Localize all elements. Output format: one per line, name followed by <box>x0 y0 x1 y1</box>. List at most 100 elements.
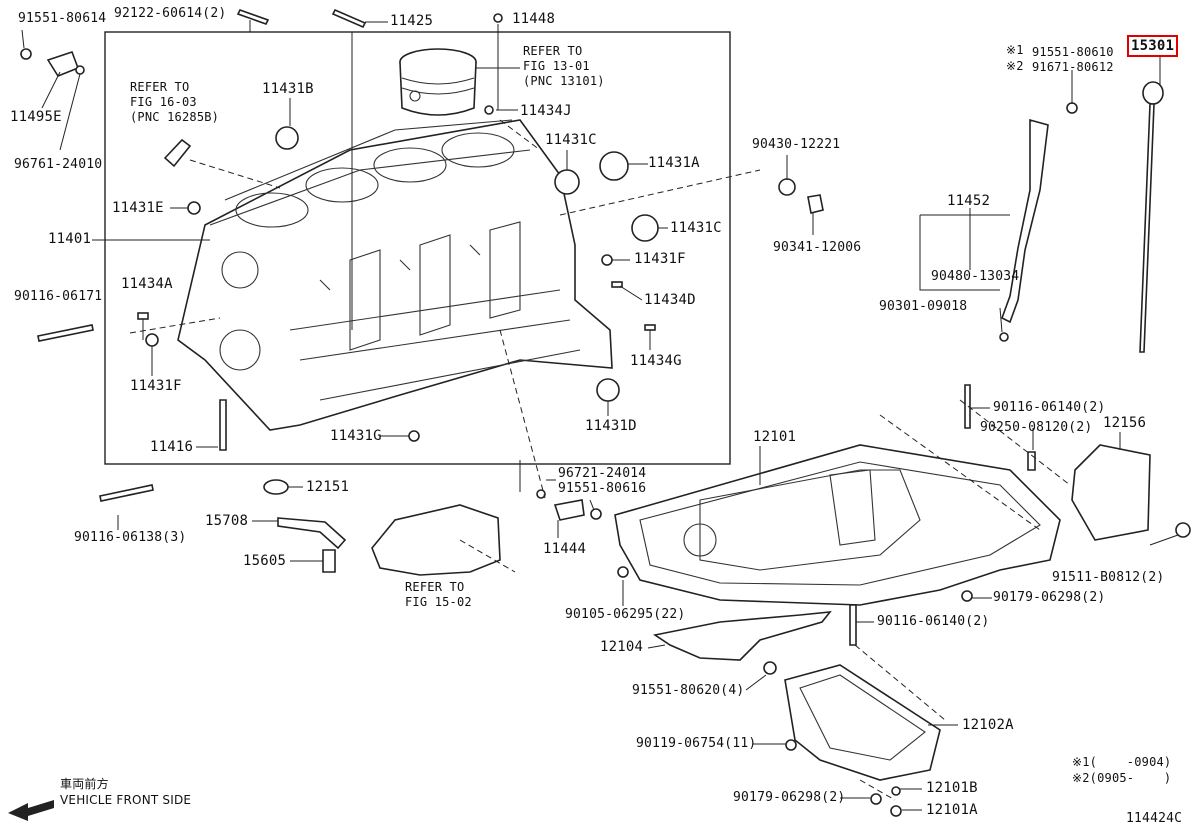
label-11452: 11452 <box>947 193 991 209</box>
oil-pan-lower <box>784 664 941 781</box>
guide-11452 <box>1001 118 1049 324</box>
plug-11431a <box>599 151 629 181</box>
bolt-91551-80610 <box>1066 102 1078 114</box>
stud-11425 <box>331 8 367 29</box>
label-90341-12006: 90341-12006 <box>773 240 862 255</box>
note-2: ※2(0905- ) <box>1072 771 1172 785</box>
label-90116-06138: 90116-06138(3) <box>74 530 187 545</box>
label-90119-06754: 90119-06754(11) <box>636 736 757 751</box>
bracket-11495e <box>46 50 80 77</box>
gasket-90430 <box>778 178 796 196</box>
label-11434j: 11434J <box>520 103 572 119</box>
label-90430-12221: 90430-12221 <box>752 137 841 152</box>
seal-11431d <box>596 378 620 402</box>
gasket-96761 <box>75 65 85 75</box>
front-side-jp: 車両前方 <box>60 777 109 791</box>
label-90116-06171: 90116-06171 <box>14 289 103 304</box>
label-11431g: 11431G <box>330 428 382 444</box>
nut-90179-a <box>961 590 973 602</box>
label-91551-80610: 91551-80610 <box>1032 45 1114 59</box>
part-11444 <box>553 499 585 521</box>
dipstick-15301 <box>1139 81 1164 353</box>
fitting-16285b <box>163 138 192 168</box>
label-15301-highlighted[interactable]: 15301 <box>1126 35 1179 57</box>
label-90105-06295: 90105-06295(22) <box>565 607 686 622</box>
baffle-12156 <box>1071 444 1151 541</box>
ref-fig-15-02: REFER TO FIG 15-02 <box>405 580 472 609</box>
label-90480-13034: 90480-13034 <box>931 269 1020 284</box>
label-11434d: 11434D <box>644 292 696 308</box>
label-90116-06140-a: 90116-06140(2) <box>993 400 1106 415</box>
bolt-90119 <box>785 739 797 751</box>
stud-90116-06140-a <box>964 384 971 429</box>
plug-11431e <box>187 201 201 215</box>
label-12151: 12151 <box>306 479 350 495</box>
plug-11431b <box>275 126 299 150</box>
bolt-90105 <box>617 566 629 578</box>
plug-11431c <box>554 169 580 195</box>
pipe-15708 <box>277 517 347 550</box>
label-15605: 15605 <box>243 553 287 569</box>
reference-dashes <box>129 119 1071 801</box>
label-91551-80620: 91551-80620(4) <box>632 683 745 698</box>
ref-fig-13-01: REFER TO FIG 13-01 (PNC 13101) <box>523 44 605 88</box>
label-96761-24010: 96761-24010 <box>14 157 103 172</box>
label-11431a: 11431A <box>648 155 700 171</box>
label-12156: 12156 <box>1103 415 1147 431</box>
label-11434g: 11434G <box>630 353 682 369</box>
piston <box>399 48 477 116</box>
valve-15605 <box>322 549 336 573</box>
label-11495e: 11495E <box>10 109 62 125</box>
pin-11434d <box>611 281 623 288</box>
ring-90301 <box>999 332 1009 342</box>
mark-1: ※1 <box>1006 43 1024 57</box>
front-side-en: VEHICLE FRONT SIDE <box>60 793 192 807</box>
stud-90116-06171 <box>37 324 94 342</box>
plug-11431f <box>601 254 613 266</box>
ref-fig-16-03: REFER TO FIG 16-03 (PNC 16285B) <box>130 80 220 124</box>
pin-11434a <box>137 312 149 320</box>
label-12102a: 12102A <box>962 717 1014 733</box>
bolt-91551-80614 <box>20 48 32 60</box>
plug-90341 <box>807 194 824 214</box>
label-11401: 11401 <box>48 231 92 247</box>
mark-2: ※2 <box>1006 59 1024 73</box>
bolt-91551-80620 <box>763 661 777 675</box>
label-11434a: 11434A <box>121 276 173 292</box>
label-11448: 11448 <box>512 11 556 27</box>
label-90301-09018: 90301-09018 <box>879 299 968 314</box>
cap-12151 <box>263 479 289 495</box>
stud-90116-06140-b <box>849 604 857 646</box>
plug-11431g <box>408 430 420 442</box>
oil-pan-upper <box>614 444 1061 606</box>
label-11444: 11444 <box>543 541 587 557</box>
plug-11431c-2 <box>631 214 659 242</box>
bolt-91551-80616 <box>590 508 602 520</box>
front-arrow-icon <box>8 800 54 821</box>
label-15708: 15708 <box>205 513 249 529</box>
stud-92122 <box>236 9 270 25</box>
plate-12104 <box>652 611 832 661</box>
gasket-96721 <box>536 489 546 499</box>
label-96721-24014: 96721-24014 <box>558 466 647 481</box>
figure-id: 114424C <box>1126 811 1183 826</box>
label-91551-80616: 91551-80616 <box>558 481 647 496</box>
label-11431f-2: 11431F <box>130 378 182 394</box>
gasket-12101b <box>891 786 901 796</box>
plug-11431f-2 <box>145 333 159 347</box>
pin-11434j <box>484 105 494 115</box>
label-11416: 11416 <box>150 439 194 455</box>
label-11431d: 11431D <box>585 418 637 434</box>
label-90179-06298-a: 90179-06298(2) <box>993 590 1106 605</box>
note-1: ※1( -0904) <box>1072 755 1172 769</box>
cylinder-block <box>177 119 613 431</box>
plug-11448 <box>493 13 503 23</box>
label-92122-60614: 92122-60614(2) <box>114 6 227 21</box>
bolt-91511 <box>1175 522 1191 538</box>
nut-90179-b <box>870 793 882 805</box>
label-12101a: 12101A <box>926 802 978 818</box>
label-11431c-2: 11431C <box>670 220 722 236</box>
bracket-fig15 <box>371 504 501 576</box>
label-12101: 12101 <box>753 429 797 445</box>
